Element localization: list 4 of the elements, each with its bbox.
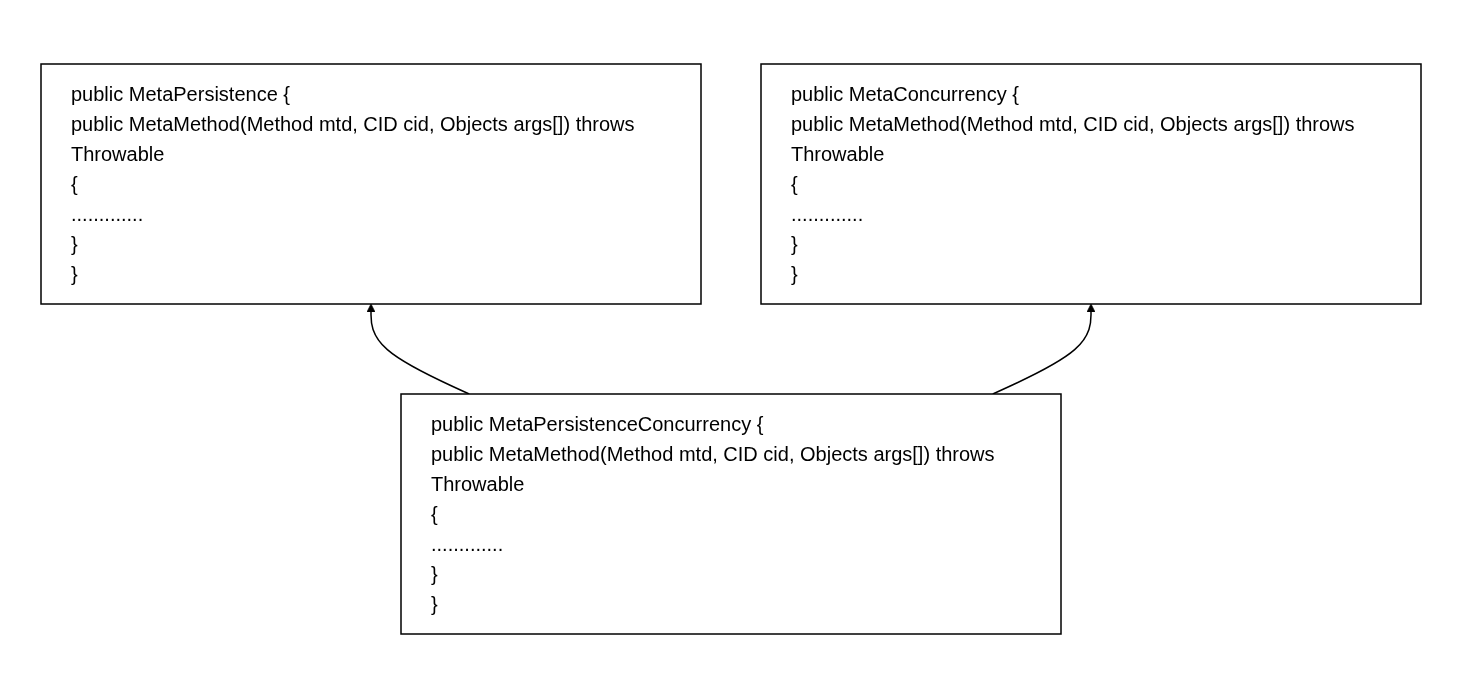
node-box: public MetaPersistenceConcurrency { public MetaMethod(Method mtd, CID cid, Objects args[]) throws Throwable { ............. } } xyxy=(399,392,1062,635)
arrow xyxy=(366,303,470,395)
node-box: public MetaPersistence { public MetaMethod(Method mtd, CID cid, Objects args[]) throws Throwable { ............. } } xyxy=(39,62,702,305)
node-box: public MetaConcurrency { public MetaMethod(Method mtd, CID cid, Objects args[]) throws Throwable { ............. } } xyxy=(759,62,1422,305)
